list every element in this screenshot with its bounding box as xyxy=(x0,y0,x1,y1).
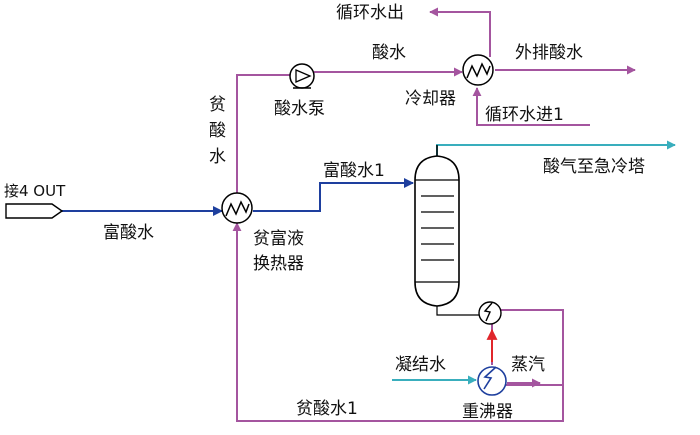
lean-acid-water-up-line xyxy=(236,74,290,193)
steam-label: 蒸汽 xyxy=(511,355,545,375)
acid-water-pump-label: 酸水泵 xyxy=(274,99,325,119)
recycle-water-in-line xyxy=(472,87,590,126)
rich-acid-water-1-label: 富酸水1 xyxy=(323,161,385,181)
recycle-water-in-label: 循环水进1 xyxy=(485,105,564,125)
reboiler-loop-line xyxy=(500,309,564,385)
acid-gas-label: 酸气至急冷塔 xyxy=(543,157,645,177)
cooler-icon xyxy=(462,54,494,86)
exchanger-label-line1: 贫富液 xyxy=(253,229,304,249)
rich-acid-water-label: 富酸水 xyxy=(103,223,154,243)
lean-acid-water-vertical-2: 酸 xyxy=(209,121,226,141)
lean-acid-water-vertical-3: 水 xyxy=(209,147,226,167)
column-bottom-connector xyxy=(436,306,480,316)
condensate-label: 凝结水 xyxy=(395,355,446,375)
lean-acid-water-return-line xyxy=(232,222,564,422)
acid-water-label: 酸水 xyxy=(372,43,406,63)
lean-acid-water-vertical-1: 贫 xyxy=(209,95,226,115)
connect-4-out-label: 接4 OUT xyxy=(4,182,66,200)
recycle-water-out-label: 循环水出 xyxy=(336,3,404,23)
external-acid-water-label: 外排酸水 xyxy=(515,43,583,63)
acid-water-pump-icon xyxy=(289,63,315,89)
rich-acid-water-1-line xyxy=(253,178,414,212)
stripping-column xyxy=(414,155,460,307)
reboiler-icon xyxy=(477,366,507,396)
lean-rich-exchanger-icon xyxy=(221,192,253,224)
lean-acid-water-1-label: 贫酸水1 xyxy=(296,399,358,419)
column-bottom-exchanger-icon xyxy=(478,301,502,325)
cooler-label: 冷却器 xyxy=(405,89,456,109)
offpage-connector-icon xyxy=(5,203,64,219)
recycle-water-out-line xyxy=(429,7,491,57)
reboiler-label: 重沸器 xyxy=(462,402,513,422)
exchanger-label-line2: 换热器 xyxy=(253,254,304,274)
